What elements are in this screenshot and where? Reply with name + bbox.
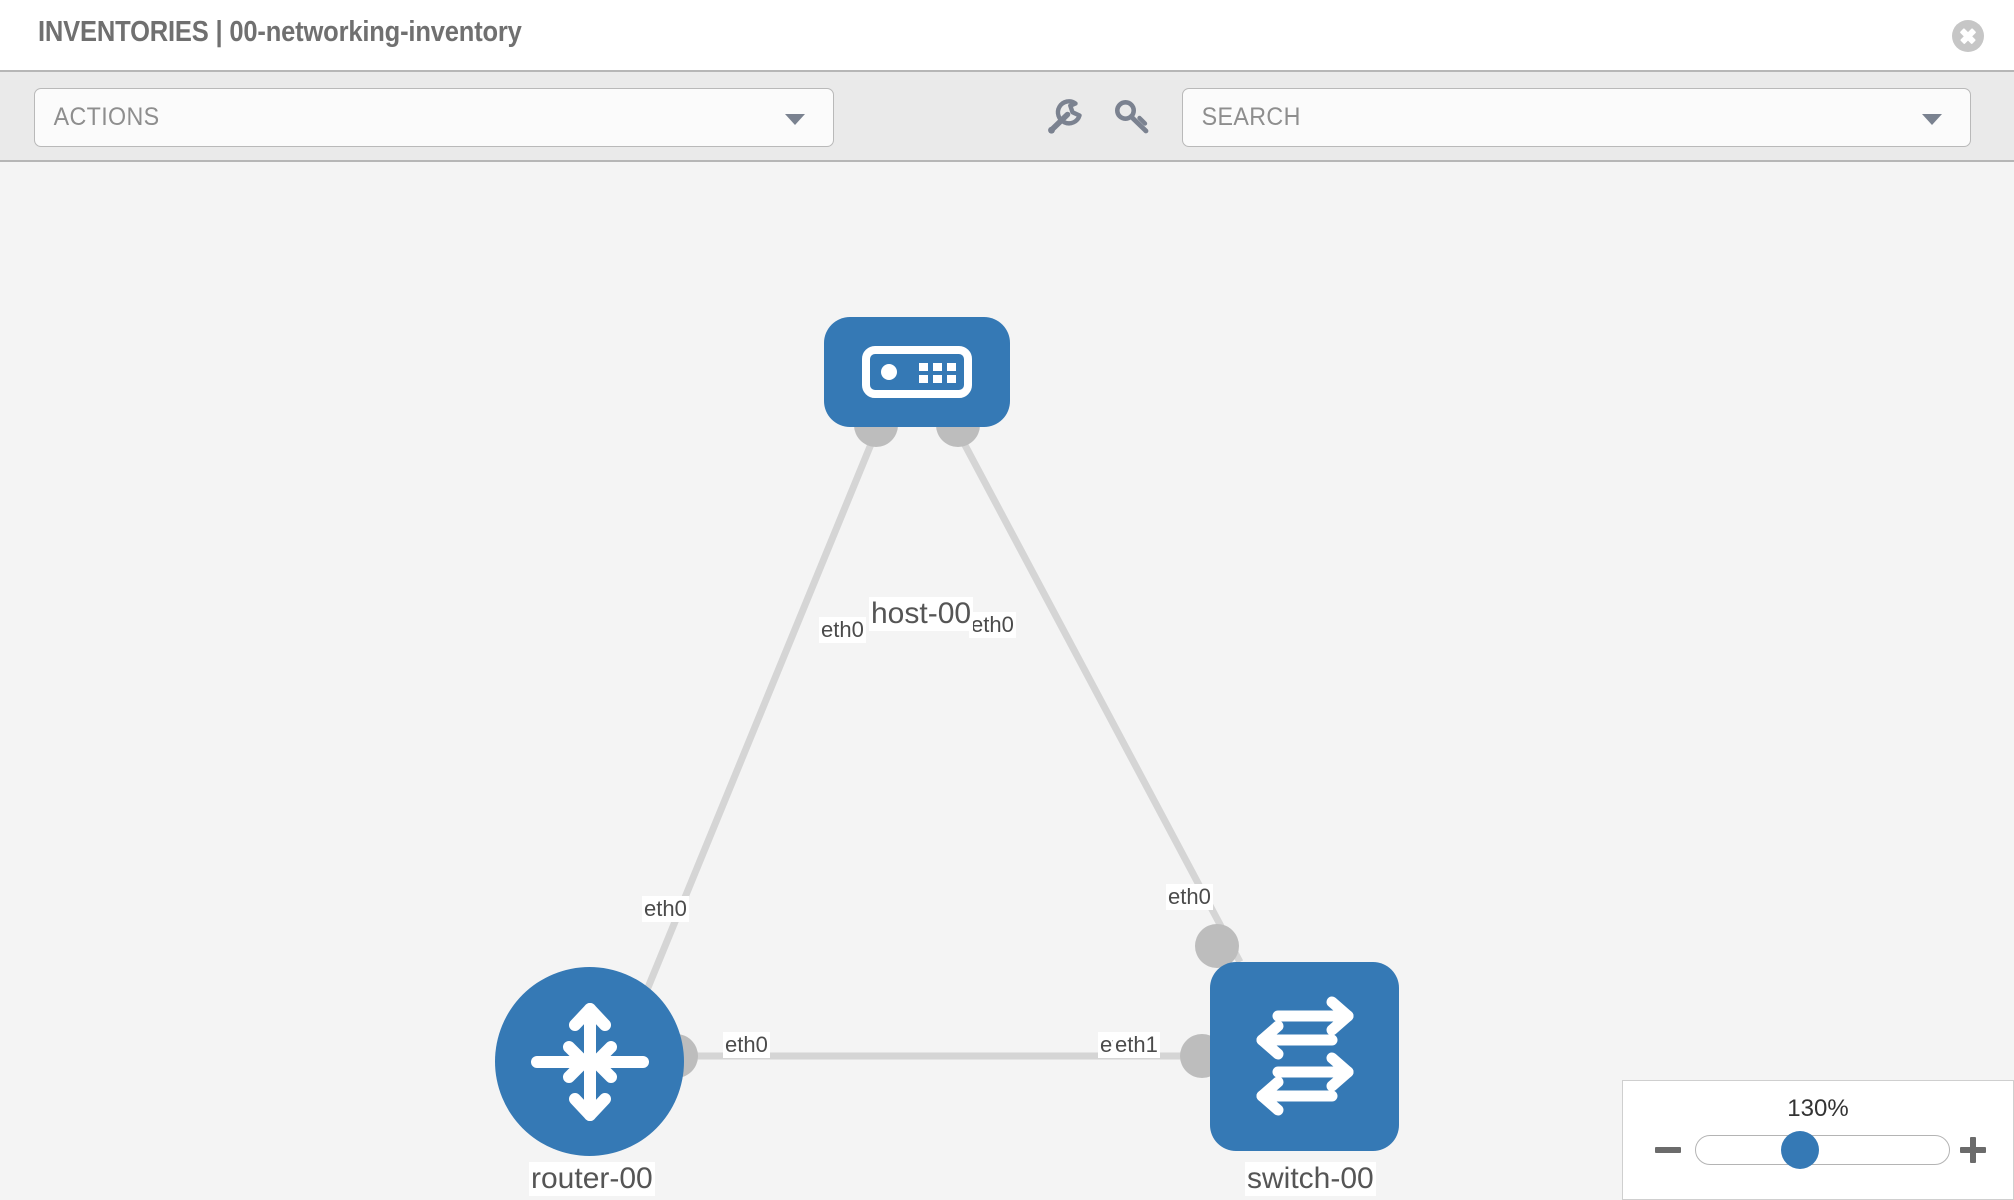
search-placeholder: SEARCH [1201, 103, 1301, 131]
iface-label-switch-left: eth1 [1113, 1032, 1160, 1058]
iface-label-switch-up: eth0 [1166, 884, 1213, 910]
minus-icon [1655, 1147, 1681, 1153]
page-header: INVENTORIES | 00-networking-inventory [0, 0, 2014, 70]
node-label-switch-00: switch-00 [1245, 1162, 1376, 1196]
search-input[interactable]: SEARCH [1182, 88, 1971, 147]
chevron-down-icon [1922, 113, 1942, 125]
key-icon[interactable] [1110, 94, 1156, 140]
zoom-in-button[interactable] [1958, 1135, 1988, 1165]
zoom-out-button[interactable] [1653, 1135, 1683, 1165]
node-label-host-00: host-00 [869, 597, 974, 631]
node-router-00[interactable] [495, 967, 684, 1156]
page-title: INVENTORIES | 00-networking-inventory [38, 16, 522, 48]
topology-links [636, 430, 1244, 1060]
zoom-slider-knob[interactable] [1781, 1131, 1819, 1169]
connector-nub-switch-top[interactable] [1195, 924, 1239, 968]
zoom-level-value: 130% [1787, 1095, 1849, 1122]
node-label-router-00: router-00 [529, 1162, 655, 1196]
iface-label-router-right: eth0 [723, 1032, 770, 1058]
chevron-down-icon [785, 113, 805, 125]
plus-icon-vertical [1970, 1137, 1976, 1163]
router-arrows-icon [530, 1002, 649, 1121]
close-icon[interactable] [1952, 20, 1984, 52]
switch-arrows-icon [1256, 996, 1353, 1115]
node-host-00[interactable] [824, 317, 1010, 427]
toolbar: ACTIONS SEARCH [0, 70, 2014, 162]
iface-label-host-right: eth0 [969, 612, 1016, 638]
connector-nub-host-right[interactable] [936, 425, 980, 447]
server-icon [862, 346, 972, 398]
iface-label-router-up: eth0 [642, 896, 689, 922]
actions-dropdown-label: ACTIONS [53, 103, 160, 131]
actions-dropdown[interactable]: ACTIONS [34, 88, 834, 147]
node-switch-00[interactable] [1210, 962, 1399, 1151]
topology-canvas[interactable]: eth0 eth0 eth0 eth0 eth0 eth0 eth1 host-… [0, 162, 2014, 1200]
zoom-control-panel: 130% [1622, 1080, 2014, 1200]
connector-nub-host-left[interactable] [854, 425, 898, 447]
zoom-slider-track[interactable] [1695, 1135, 1950, 1165]
wrench-icon[interactable] [1042, 94, 1088, 140]
iface-label-host-left: eth0 [819, 617, 866, 643]
